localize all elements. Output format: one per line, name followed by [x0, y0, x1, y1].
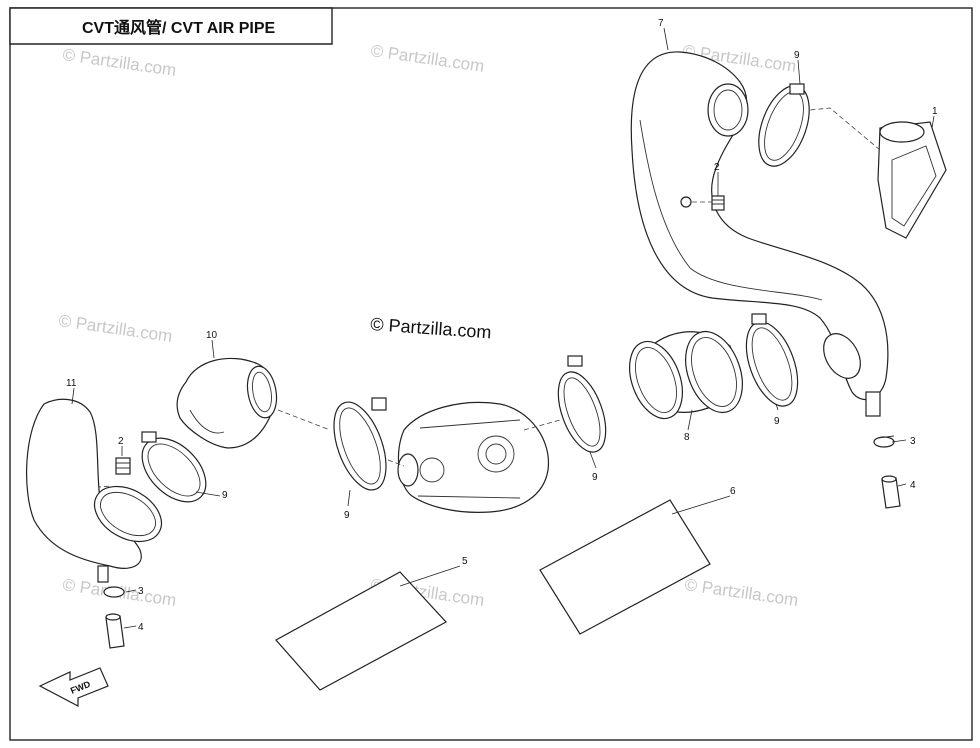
watermark: © Partzilla.com: [57, 311, 173, 346]
callout-leaders: [71, 27, 935, 629]
callout-2-upper: 2: [714, 162, 720, 173]
part-11-intake-box: [25, 398, 163, 583]
part-6-label-sheet: [539, 499, 711, 635]
watermark: © Partzilla.com: [369, 41, 485, 76]
callout-6: 6: [730, 486, 736, 497]
callout-9-center: 9: [344, 510, 350, 521]
page-title: CVT通风管/ CVT AIR PIPE: [82, 18, 276, 37]
watermark: © Partzilla.com: [61, 45, 177, 80]
callout-3-left: 3: [138, 586, 144, 597]
part-9-clamp-upper: [758, 83, 810, 167]
callout-8: 8: [684, 432, 690, 443]
callout-7: 7: [658, 18, 664, 29]
part-10-elbow: [176, 357, 278, 449]
callout-5: 5: [462, 556, 468, 567]
callout-2-left: 2: [118, 436, 124, 447]
callout-9-left: 9: [222, 490, 228, 501]
part-4-tube-left: [105, 613, 125, 649]
callout-1: 1: [932, 106, 938, 117]
part-5-label-sheet: [275, 571, 447, 691]
copyright-text: © Partzilla.com: [370, 314, 492, 342]
watermark: © Partzilla.com: [683, 575, 799, 610]
callout-numbers: 7 9 1 2 3 4 9 8 9 6 5 9 9 10 11 2 3 4: [66, 18, 938, 633]
part-9-clamp-right: [745, 313, 799, 407]
callout-9-mid: 9: [592, 472, 598, 483]
part-4-tube-right: [881, 475, 901, 509]
title-box: CVT通风管/ CVT AIR PIPE: [9, 7, 333, 45]
part-1-flange: [809, 107, 947, 239]
callout-4-right: 4: [910, 480, 916, 491]
part-3-clip-right: [873, 435, 895, 448]
callout-9-upper: 9: [794, 50, 800, 61]
diagram-border: [9, 7, 973, 741]
fwd-arrow: FWD: [38, 667, 109, 707]
callout-10: 10: [206, 330, 218, 341]
callout-9-right: 9: [774, 416, 780, 427]
part-3-clip-left: [103, 586, 125, 598]
callout-3-right: 3: [910, 436, 916, 447]
part-9-clamp-center: [277, 397, 405, 491]
part-8-connector: [629, 330, 743, 420]
part-9-clamp-left: [141, 431, 207, 503]
callout-4-left: 4: [138, 622, 144, 633]
part-9-clamp-mid-right: [557, 355, 607, 453]
cvt-cover: [397, 401, 561, 513]
part-7-air-pipe: [630, 51, 889, 417]
callout-11: 11: [66, 378, 77, 389]
